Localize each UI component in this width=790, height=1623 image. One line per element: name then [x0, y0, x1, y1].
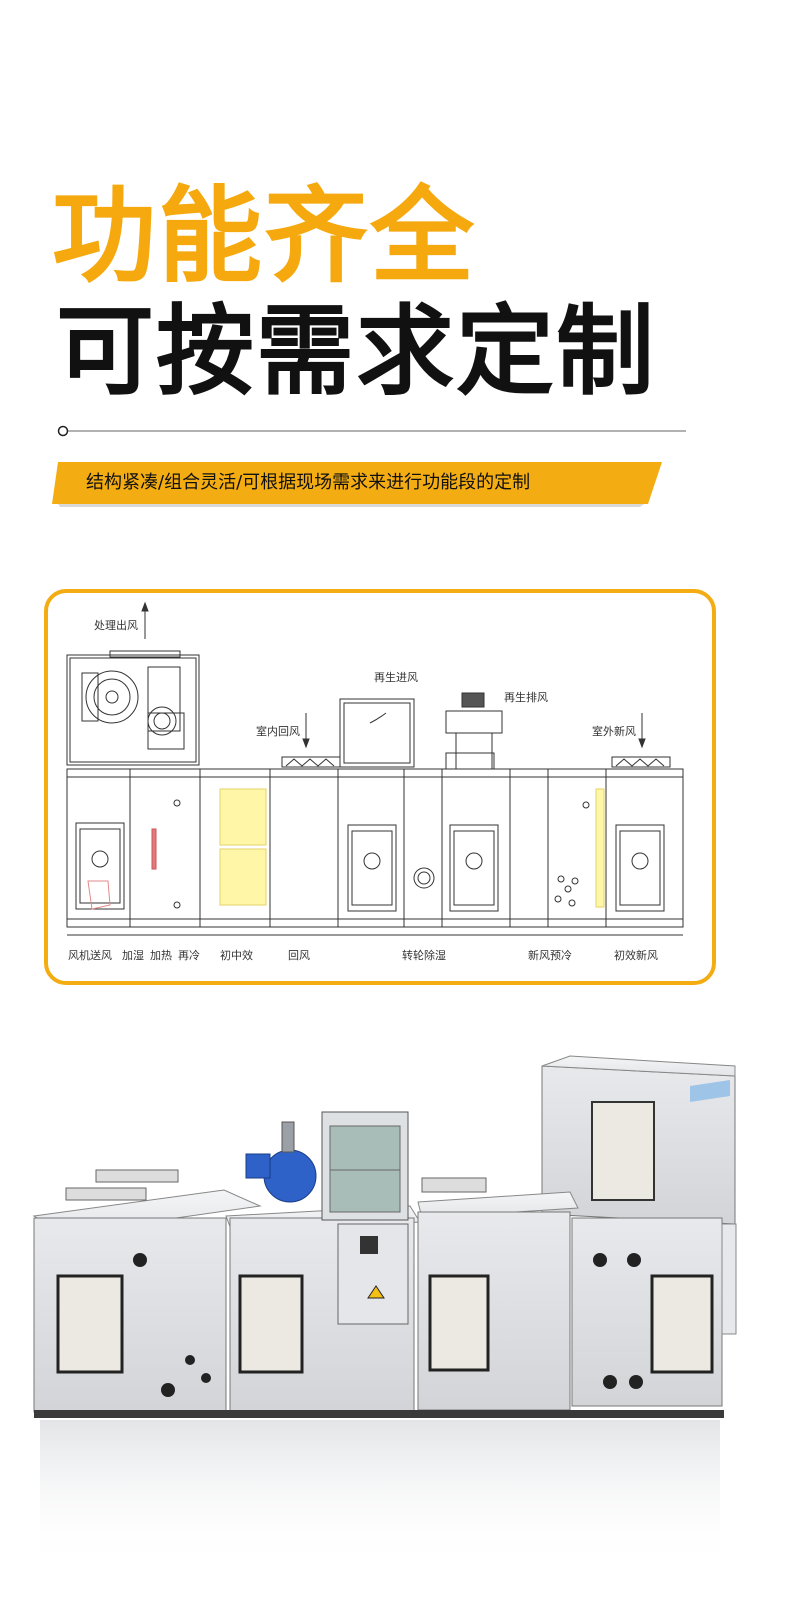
label-processed-outlet: 处理出风 — [94, 618, 138, 632]
arrow-down-icon — [638, 713, 646, 749]
arrow-down-icon — [302, 713, 310, 749]
section-label: 初中效 — [220, 948, 253, 962]
arrow-up-icon — [141, 601, 149, 639]
label-indoor-return: 室内回风 — [256, 724, 300, 738]
label-outdoor-fresh: 室外新风 — [592, 724, 636, 738]
banner-text: 结构紧凑/组合灵活/可根据现场需求来进行功能段的定制 — [86, 472, 531, 493]
headline-secondary: 可按需求定制 — [56, 295, 657, 409]
ahu-product-photo — [32, 1055, 737, 1570]
section-label: 回风 — [288, 949, 310, 962]
label-regen-inlet: 再生进风 — [374, 670, 418, 684]
section-label: 初效新风 — [614, 948, 658, 962]
section-label: 转轮除湿 — [402, 948, 446, 962]
label-regen-exhaust: 再生排风 — [504, 690, 548, 704]
ahu-schematic-diagram: 处理出风 室内回风 再生进风 再生排风 室外新风 — [66, 601, 684, 962]
section-label: 新风预冷 — [528, 948, 572, 962]
section-label: 再冷 — [178, 949, 200, 962]
headline-primary: 功能齐全 — [52, 175, 477, 297]
divider-line — [57, 425, 686, 437]
banner-background — [52, 462, 662, 507]
section-label: 加湿 — [122, 949, 144, 962]
section-label: 加热 — [150, 949, 172, 962]
section-label: 风机送风 — [68, 948, 112, 962]
